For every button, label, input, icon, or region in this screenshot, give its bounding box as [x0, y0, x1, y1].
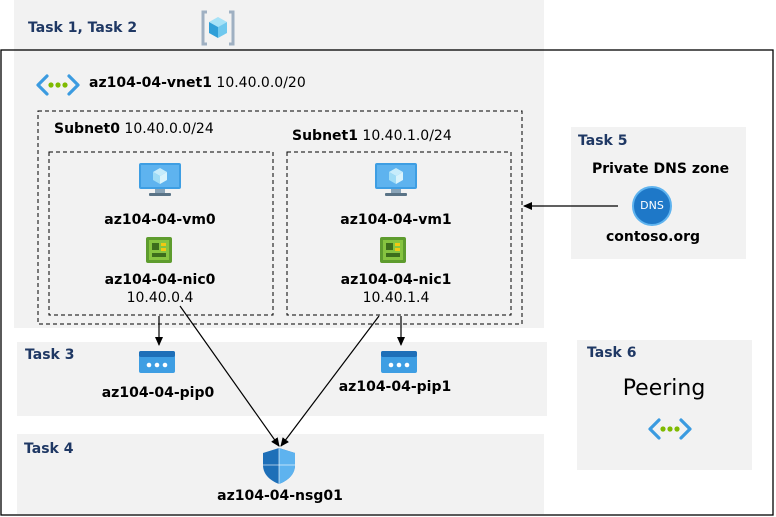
public-ip-icon: [381, 351, 417, 373]
pip1-name: az104-04-pip1: [338, 379, 452, 395]
public-ip-icon: [139, 351, 175, 373]
vm0-name: az104-04-vm0: [104, 212, 216, 228]
vnet-dashed-box: [37, 110, 523, 325]
pip0-name: az104-04-pip0: [101, 385, 215, 401]
vnet-name: az104-04-vnet1: [89, 75, 212, 91]
subnet1-title: Subnet1 10.40.1.0/24: [292, 128, 452, 144]
task6-panel: [577, 340, 752, 470]
vm1-name: az104-04-vm1: [340, 212, 452, 228]
subnet1-cidr: 10.40.1.0/24: [362, 128, 452, 144]
task6-label: Task 6: [587, 345, 637, 361]
nsg-name: az104-04-nsg01: [217, 488, 343, 504]
task4-label: Task 4: [24, 441, 74, 457]
subnet0-name: Subnet0: [54, 121, 120, 137]
vnet-icon: [648, 418, 692, 440]
dns-badge: DNS: [640, 199, 664, 212]
task12-label: Task 1, Task 2: [28, 20, 138, 36]
nic0-ip: 10.40.0.4: [126, 290, 194, 306]
task12-panel: [14, 0, 544, 50]
task5-label: Task 5: [578, 133, 628, 149]
peering-label: Peering: [622, 376, 706, 401]
subnet1-name: Subnet1: [292, 128, 358, 144]
vm-icon: [139, 163, 181, 196]
vnet-title: az104-04-vnet1 10.40.0.0/20: [89, 75, 306, 91]
task3-label: Task 3: [25, 347, 75, 363]
nic-icon: [146, 237, 172, 263]
resource-group-icon: [201, 10, 235, 46]
vnet-panel: [14, 50, 544, 328]
nic-icon: [380, 237, 406, 263]
vnet-cidr: 10.40.0.0/20: [216, 75, 306, 91]
vnet-icon: [36, 74, 80, 96]
subnet0-dashed-box: [48, 151, 274, 316]
nsg-shield-icon: [263, 448, 295, 484]
nic0-name: az104-04-nic0: [104, 272, 216, 288]
arrow-nic0-to-nsg: [179, 305, 280, 447]
subnet1-dashed-box: [286, 151, 512, 316]
dns-zone: contoso.org: [605, 229, 700, 245]
nic1-name: az104-04-nic1: [340, 272, 452, 288]
arrow-nic1-to-nsg: [280, 315, 380, 447]
task3-panel: [17, 342, 547, 416]
dns-title: Private DNS zone: [591, 161, 730, 177]
dns-icon: DNS: [632, 186, 672, 226]
nic1-ip: 10.40.1.4: [362, 290, 430, 306]
vm-icon: [375, 163, 417, 196]
subnet0-cidr: 10.40.0.0/24: [124, 121, 214, 137]
outer-frame: [0, 49, 774, 516]
subnet0-title: Subnet0 10.40.0.0/24: [54, 121, 214, 137]
